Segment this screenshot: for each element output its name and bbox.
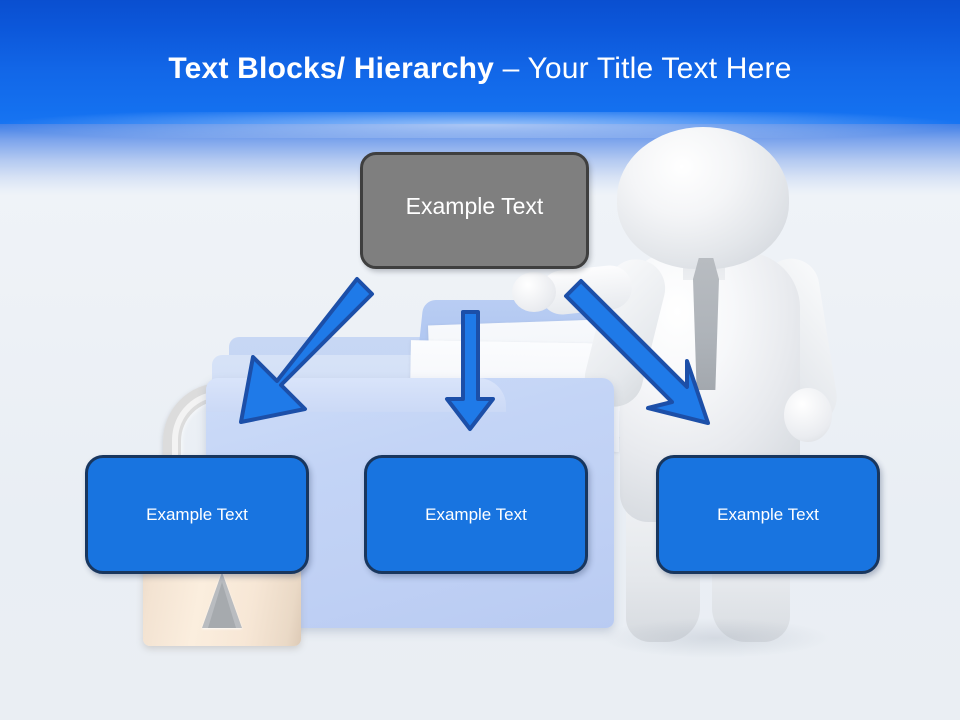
child-node-left[interactable]: Example Text: [85, 455, 309, 574]
title-separator: –: [494, 52, 528, 85]
figure-floor-shadow: [600, 618, 830, 658]
child-node-left-label: Example Text: [146, 504, 248, 524]
header-glow: [0, 112, 960, 138]
title-light-part: Your Title Text Here: [527, 52, 792, 85]
parent-node[interactable]: Example Text: [360, 152, 589, 269]
padlock-keyhole-inner: [208, 582, 236, 628]
figure-tie: [693, 258, 719, 390]
child-node-right-label: Example Text: [717, 504, 819, 524]
title-bold-part: Text Blocks/ Hierarchy: [168, 52, 495, 85]
figure-right-hand: [784, 388, 832, 442]
page-title: Text Blocks/ Hierarchy – Your Title Text…: [0, 50, 960, 88]
header-band: [0, 0, 960, 124]
figure-left-hand: [512, 272, 556, 312]
folder-front-lip: [206, 378, 506, 412]
child-node-right[interactable]: Example Text: [656, 455, 880, 574]
parent-node-label: Example Text: [405, 193, 544, 219]
child-node-middle-label: Example Text: [425, 504, 527, 524]
figure-head: [617, 127, 789, 269]
child-node-middle[interactable]: Example Text: [364, 455, 588, 574]
